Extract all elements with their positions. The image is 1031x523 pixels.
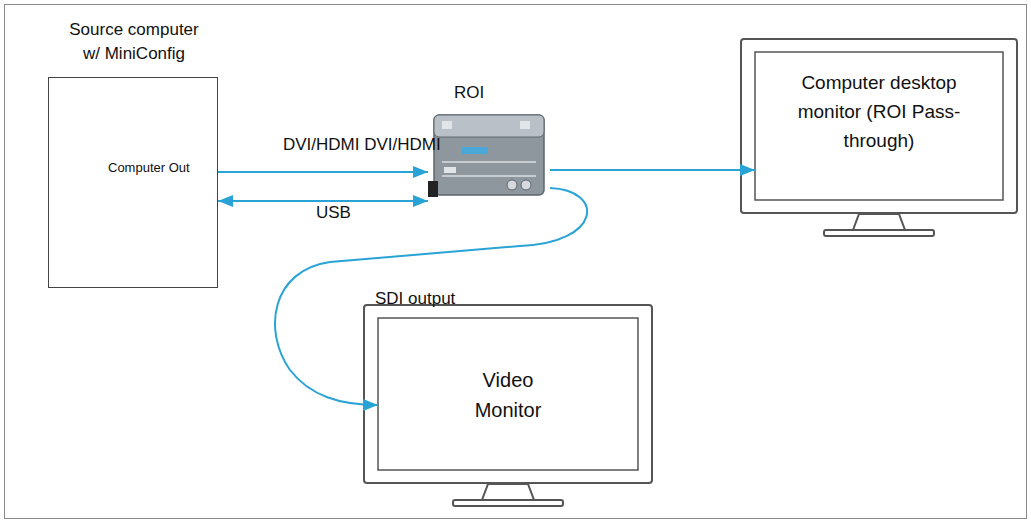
monitor-bezel: [741, 39, 1017, 213]
monitor-screen: [378, 318, 638, 470]
monitor-bezel: [364, 305, 652, 483]
roi-device: [428, 103, 550, 211]
device-badge: [462, 147, 488, 154]
signal-connector: [275, 188, 587, 405]
edge-label: USB: [316, 203, 351, 223]
signal-connector: [218, 200, 428, 202]
device-stripe: [442, 175, 536, 177]
edge-label: DVI/HDMI DVI/HDMI: [283, 135, 441, 155]
device-port: [444, 167, 456, 173]
monitor-stand: [482, 484, 534, 500]
device-body: [434, 115, 544, 195]
monitor-base: [824, 230, 934, 236]
converter-device: ROI: [428, 103, 550, 209]
device-port: [520, 121, 530, 129]
power-connector: [428, 181, 438, 197]
device-label: ROI: [454, 83, 514, 103]
monitor-stand: [853, 214, 905, 230]
device-top: [434, 115, 544, 137]
device-port: [442, 121, 452, 129]
monitor-box: Computer desktop monitor (ROI Pass-throu…: [755, 52, 1003, 200]
monitor-screen: [755, 52, 1003, 200]
bnc-connector: [521, 180, 531, 190]
bnc-connector: [507, 180, 517, 190]
node-heading: Source computer w/ MiniConfig: [66, 18, 202, 66]
edge-label: SDI output: [375, 289, 455, 309]
computer-box: Source computer w/ MiniConfigComputer Ou…: [48, 77, 218, 288]
monitor-box: Video Monitor: [378, 318, 638, 470]
monitor-label: Video Monitor: [458, 365, 558, 425]
outer-border: [5, 5, 1027, 519]
port-label: Computer Out: [108, 160, 218, 176]
device-stripe: [442, 161, 536, 163]
monitor-base: [453, 500, 563, 506]
signal-connector: [218, 171, 428, 173]
signal-connector: [550, 169, 755, 171]
monitor-label: Computer desktop monitor (ROI Pass-throu…: [779, 68, 979, 155]
